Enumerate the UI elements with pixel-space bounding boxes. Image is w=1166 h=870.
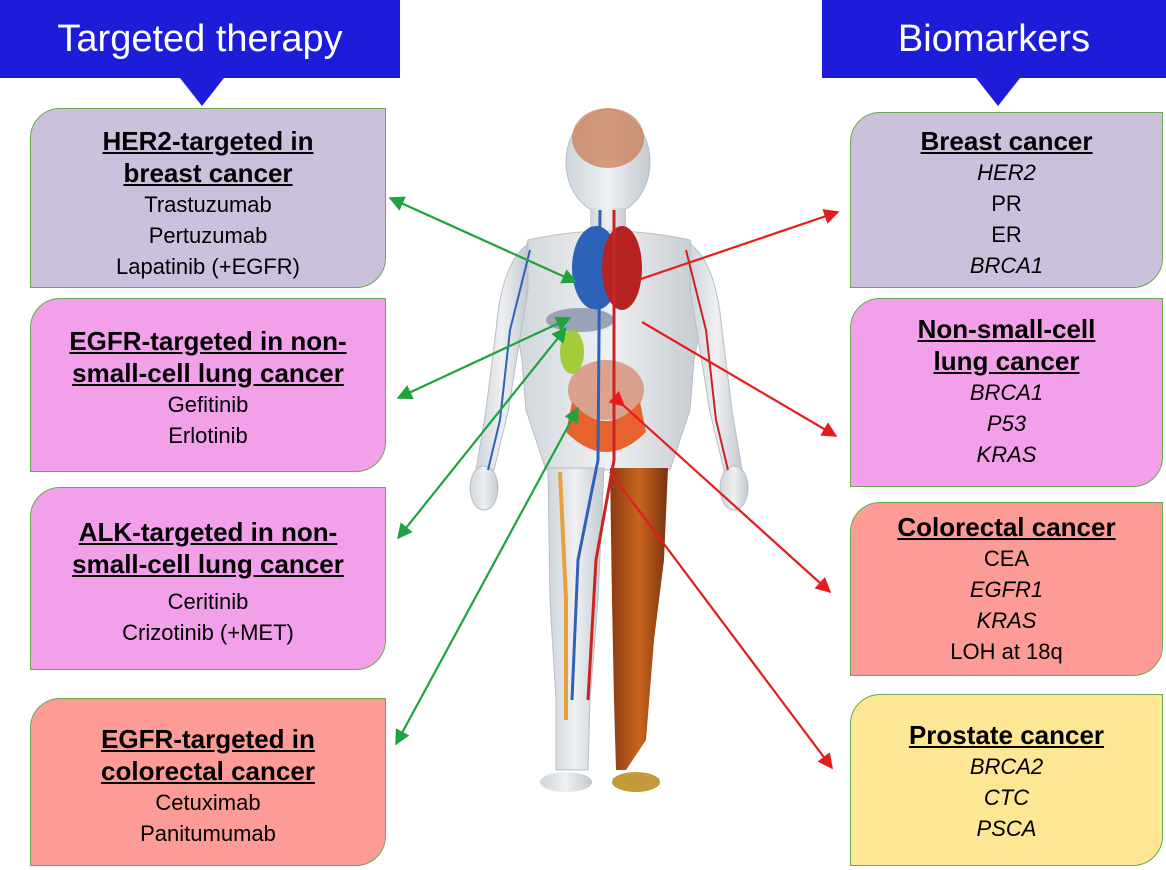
biomarker-item: HER2 <box>863 157 1150 188</box>
therapy-box-egfr-nsclc: EGFR-targeted in non- small-cell lung ca… <box>30 298 386 472</box>
biomarker-item: ER <box>863 219 1150 250</box>
biomarker-item: KRAS <box>863 605 1150 636</box>
biomarker-box-nsclc: Non-small-cell lung cancer BRCA1 P53 KRA… <box>850 298 1163 487</box>
biomarkers-down-arrow-icon <box>976 78 1020 106</box>
therapy-connector-alk-nsclc <box>398 328 566 538</box>
biomarker-box-title: Breast cancer <box>863 125 1150 157</box>
biomarker-box-prostate: Prostate cancer BRCA2 CTC PSCA <box>850 694 1163 866</box>
biomarker-item: BRCA2 <box>863 751 1150 782</box>
therapy-box-alk-nsclc: ALK-targeted in non- small-cell lung can… <box>30 487 386 670</box>
biomarker-item: CEA <box>863 543 1150 574</box>
biomarker-box-title: Non-small-cell <box>863 313 1150 345</box>
biomarker-box-title: lung cancer <box>863 345 1150 377</box>
therapy-box-title: EGFR-targeted in non- <box>43 325 373 357</box>
body-silhouette <box>470 108 748 792</box>
therapy-box-title: small-cell lung cancer <box>43 357 373 389</box>
biomarker-item: KRAS <box>863 439 1150 470</box>
therapy-drug: Lapatinib (+EGFR) <box>43 251 373 282</box>
therapy-drug: Crizotinib (+MET) <box>43 617 373 648</box>
therapy-box-title: colorectal cancer <box>43 755 373 787</box>
biomarker-item: EGFR1 <box>863 574 1150 605</box>
therapy-box-title: breast cancer <box>43 157 373 189</box>
therapy-drug: Panitumumab <box>43 818 373 849</box>
therapy-drug: Cetuximab <box>43 787 373 818</box>
therapy-connector-egfr-colorectal <box>396 408 578 744</box>
therapy-drug: Ceritinib <box>43 586 373 617</box>
biomarker-connector-colorectal <box>624 406 830 592</box>
biomarker-connector-nsclc <box>642 322 836 436</box>
biomarker-item: BRCA1 <box>863 250 1150 281</box>
biomarker-item: CTC <box>863 782 1150 813</box>
biomarkers-header: Biomarkers <box>822 0 1166 78</box>
therapy-box-title: small-cell lung cancer <box>43 548 373 580</box>
targeted-therapy-header: Targeted therapy <box>0 0 400 78</box>
biomarker-connector-prostate <box>610 472 832 768</box>
therapy-box-title: HER2-targeted in <box>43 125 373 157</box>
therapy-box-her2: HER2-targeted in breast cancer Trastuzum… <box>30 108 386 288</box>
therapy-box-egfr-colorectal: EGFR-targeted in colorectal cancer Cetux… <box>30 698 386 866</box>
biomarker-item: BRCA1 <box>863 377 1150 408</box>
biomarker-item: P53 <box>863 408 1150 439</box>
biomarker-item: PR <box>863 188 1150 219</box>
biomarker-box-colorectal: Colorectal cancer CEA EGFR1 KRAS LOH at … <box>850 502 1163 676</box>
biomarker-box-title: Colorectal cancer <box>863 511 1150 543</box>
biomarker-box-breast: Breast cancer HER2 PR ER BRCA1 <box>850 112 1163 288</box>
therapy-drug: Gefitinib <box>43 389 373 420</box>
biomarker-item: PSCA <box>863 813 1150 844</box>
therapy-box-title: EGFR-targeted in <box>43 723 373 755</box>
therapy-down-arrow-icon <box>180 78 224 106</box>
biomarker-connector-breast <box>638 212 838 280</box>
biomarker-box-title: Prostate cancer <box>863 719 1150 751</box>
therapy-drug: Trastuzumab <box>43 189 373 220</box>
biomarker-item: LOH at 18q <box>863 636 1150 667</box>
therapy-drug: Pertuzumab <box>43 220 373 251</box>
therapy-connector-egfr-nsclc <box>398 318 570 398</box>
therapy-box-title: ALK-targeted in non- <box>43 516 373 548</box>
therapy-connector-her2 <box>390 198 576 282</box>
organs-and-vessels <box>488 210 728 720</box>
therapy-drug: Erlotinib <box>43 420 373 451</box>
